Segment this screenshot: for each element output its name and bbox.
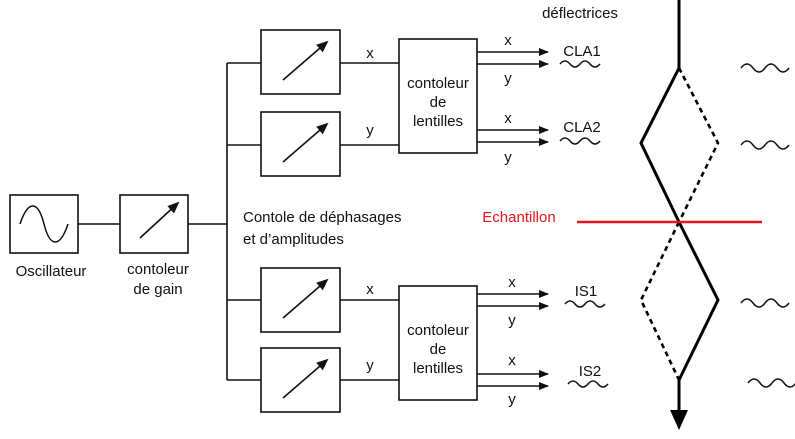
wave-icon [559, 60, 601, 68]
wave-icon [740, 63, 790, 73]
label-y-p2: y [366, 122, 374, 139]
wave-icon [567, 380, 609, 388]
adjust-arrow-icon [282, 358, 329, 399]
gain-label-line1: contoleur [127, 261, 189, 278]
label-cla2-x: x [504, 110, 512, 127]
output-label-is1: IS1 [575, 283, 598, 300]
phase-controller-3 [260, 267, 341, 333]
label-is1-y: y [508, 312, 516, 329]
lens-controller-bottom: contoleur de lentilles [398, 285, 478, 401]
output-label-is2: IS2 [579, 363, 602, 380]
phase-amp-label-line1: Contole de déphasages [243, 209, 401, 226]
lens-controller-top: contoleur de lentilles [398, 38, 478, 154]
beam-solid-upper [639, 67, 681, 223]
deflectrices-label: déflectrices [542, 5, 618, 22]
gain-controller-block [119, 194, 189, 254]
adjust-arrow-icon [282, 122, 329, 163]
phase-amp-label-line2: et d’amplitudes [243, 231, 344, 248]
wave-icon [564, 300, 606, 308]
label-is1-x: x [508, 274, 516, 291]
lens-bottom-line2: de [430, 341, 447, 358]
beam-dashed-upper [677, 67, 720, 223]
sample-label: Echantillon [482, 209, 555, 226]
wave-icon [740, 140, 790, 150]
phase-controller-1 [260, 29, 341, 95]
output-label-cla2: CLA2 [563, 119, 601, 136]
label-x-p3: x [366, 281, 374, 298]
beam-down-arrow-icon [670, 410, 688, 430]
beam-solid-lower [677, 221, 720, 381]
label-is2-y: y [508, 391, 516, 408]
adjust-arrow-icon [282, 40, 329, 81]
lens-bottom-line3: lentilles [413, 360, 463, 377]
label-y-p4: y [366, 357, 374, 374]
beam-dashed-lower [639, 221, 681, 381]
label-is2-x: x [508, 352, 516, 369]
phase-controller-2 [260, 111, 341, 177]
label-cla2-y: y [504, 149, 512, 166]
lens-bottom-line1: contoleur [407, 322, 469, 339]
label-x-p1: x [366, 45, 374, 62]
oscillator-label: Oscillateur [16, 263, 87, 280]
oscillator-block [9, 194, 79, 254]
wave-icon [747, 378, 795, 388]
sine-wave-icon [19, 205, 69, 243]
adjust-arrow-icon [282, 278, 329, 319]
adjust-arrow-icon [139, 201, 180, 239]
wave-icon [559, 137, 601, 145]
label-cla1-x: x [504, 32, 512, 49]
lens-top-line3: lentilles [413, 113, 463, 130]
phase-controller-4 [260, 347, 341, 413]
output-label-cla1: CLA1 [563, 43, 601, 60]
label-cla1-y: y [504, 70, 512, 87]
wave-icon [740, 298, 790, 308]
gain-label-line2: de gain [133, 281, 182, 298]
lens-top-line1: contoleur [407, 75, 469, 92]
lens-top-line2: de [430, 94, 447, 111]
